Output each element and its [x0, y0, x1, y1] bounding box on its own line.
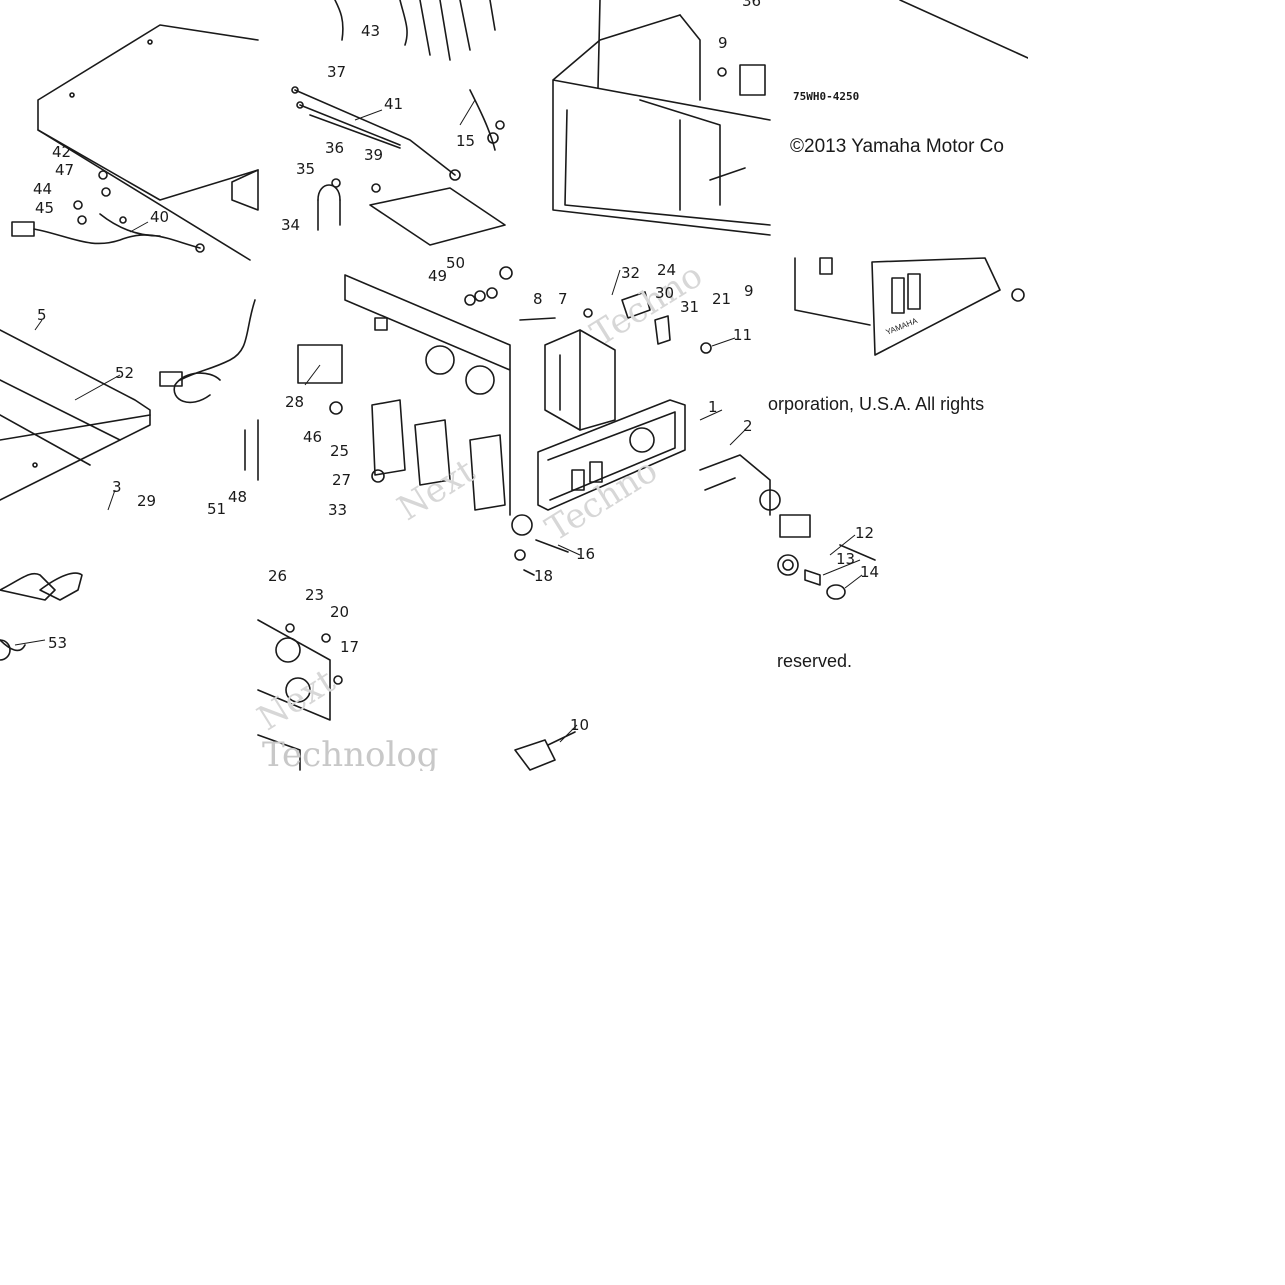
callout-47: 47	[55, 161, 75, 179]
part-10	[514, 731, 576, 771]
washers-49-50	[464, 266, 513, 306]
part-code-label: 75WH0-4250	[793, 90, 860, 103]
breakers	[297, 344, 506, 511]
callout-14: 14	[860, 563, 880, 581]
callout-5: 5	[37, 306, 47, 324]
callout-50: 50	[446, 254, 466, 272]
copyright-line-2: orporation, U.S.A. All rights	[768, 394, 985, 414]
callout-40: 40	[150, 208, 170, 226]
clamp-35-36	[317, 178, 381, 231]
copyright-line-1: ©2013 Yamaha Motor Co	[790, 136, 1004, 157]
callout-39: 39	[364, 146, 384, 164]
callout-32: 32	[621, 264, 641, 282]
panel-lower	[257, 619, 343, 771]
callout-12: 12	[855, 524, 875, 542]
copyright-line-3: reserved.	[777, 651, 853, 671]
switch-30-32	[583, 291, 671, 345]
callout-7: 7	[558, 290, 568, 308]
callout-51: 51	[207, 500, 227, 518]
callout-23: 23	[305, 586, 325, 604]
callout-37: 37	[327, 63, 347, 81]
cover-plate	[369, 187, 506, 246]
callout-43: 43	[361, 22, 381, 40]
side-cover-5	[0, 329, 151, 501]
callout-52: 52	[115, 364, 135, 382]
long-rod	[899, 0, 1029, 59]
callout-49: 49	[428, 267, 448, 285]
front-frame-1	[537, 399, 686, 511]
callout-33: 33	[328, 501, 348, 519]
panel-cover-2	[699, 454, 781, 516]
callout-9a: 9	[718, 34, 728, 52]
callout-26: 26	[268, 567, 288, 585]
callout-10: 10	[570, 716, 590, 734]
screws-42-47-44-45	[73, 170, 111, 225]
callout-18: 18	[534, 567, 554, 585]
callout-17: 17	[340, 638, 360, 656]
callout-36b: 36	[742, 0, 762, 10]
top-cover	[37, 24, 259, 261]
callout-24: 24	[657, 261, 677, 279]
lamp-12-13-14	[777, 514, 876, 600]
callout-34: 34	[281, 216, 301, 234]
callout-21: 21	[712, 290, 732, 308]
callout-31: 31	[680, 298, 700, 316]
callout-35: 35	[296, 160, 316, 178]
callout-9b: 9	[744, 282, 754, 300]
callout-28: 28	[285, 393, 305, 411]
front-panel	[344, 274, 511, 516]
callout-45: 45	[35, 199, 55, 217]
callout-8: 8	[533, 290, 543, 308]
callout-1: 1	[708, 398, 718, 416]
callout-44: 44	[33, 180, 53, 198]
callout-16: 16	[576, 545, 596, 563]
control-box-housing	[552, 0, 771, 236]
callout-46: 46	[303, 428, 323, 446]
callout-20: 20	[330, 603, 350, 621]
callout-42: 42	[52, 143, 72, 161]
terminal-lead-40	[11, 213, 205, 253]
battery-clips-53	[0, 572, 83, 661]
callout-2: 2	[743, 417, 753, 435]
callout-41: 41	[384, 95, 404, 113]
callout-3: 3	[112, 478, 122, 496]
output-cord	[159, 299, 259, 481]
wiring-harness	[291, 0, 505, 181]
watermark-5: Technolog	[262, 735, 439, 775]
callout-48: 48	[228, 488, 248, 506]
part-16-18	[511, 514, 569, 576]
callout-15: 15	[456, 132, 476, 150]
callout-53: 53	[48, 634, 68, 652]
nut-11	[700, 342, 712, 354]
callout-11: 11	[733, 326, 753, 344]
callout-25: 25	[330, 442, 350, 460]
blank-tile-bottom	[0, 771, 1285, 1285]
callout-30: 30	[655, 284, 675, 302]
control-unit-7	[519, 317, 616, 431]
callout-27: 27	[332, 471, 352, 489]
callout-29: 29	[137, 492, 157, 510]
callout-13: 13	[836, 550, 856, 568]
blank-tile-right	[1028, 0, 1285, 771]
label-plate	[794, 257, 1025, 356]
callout-36a: 36	[325, 139, 345, 157]
